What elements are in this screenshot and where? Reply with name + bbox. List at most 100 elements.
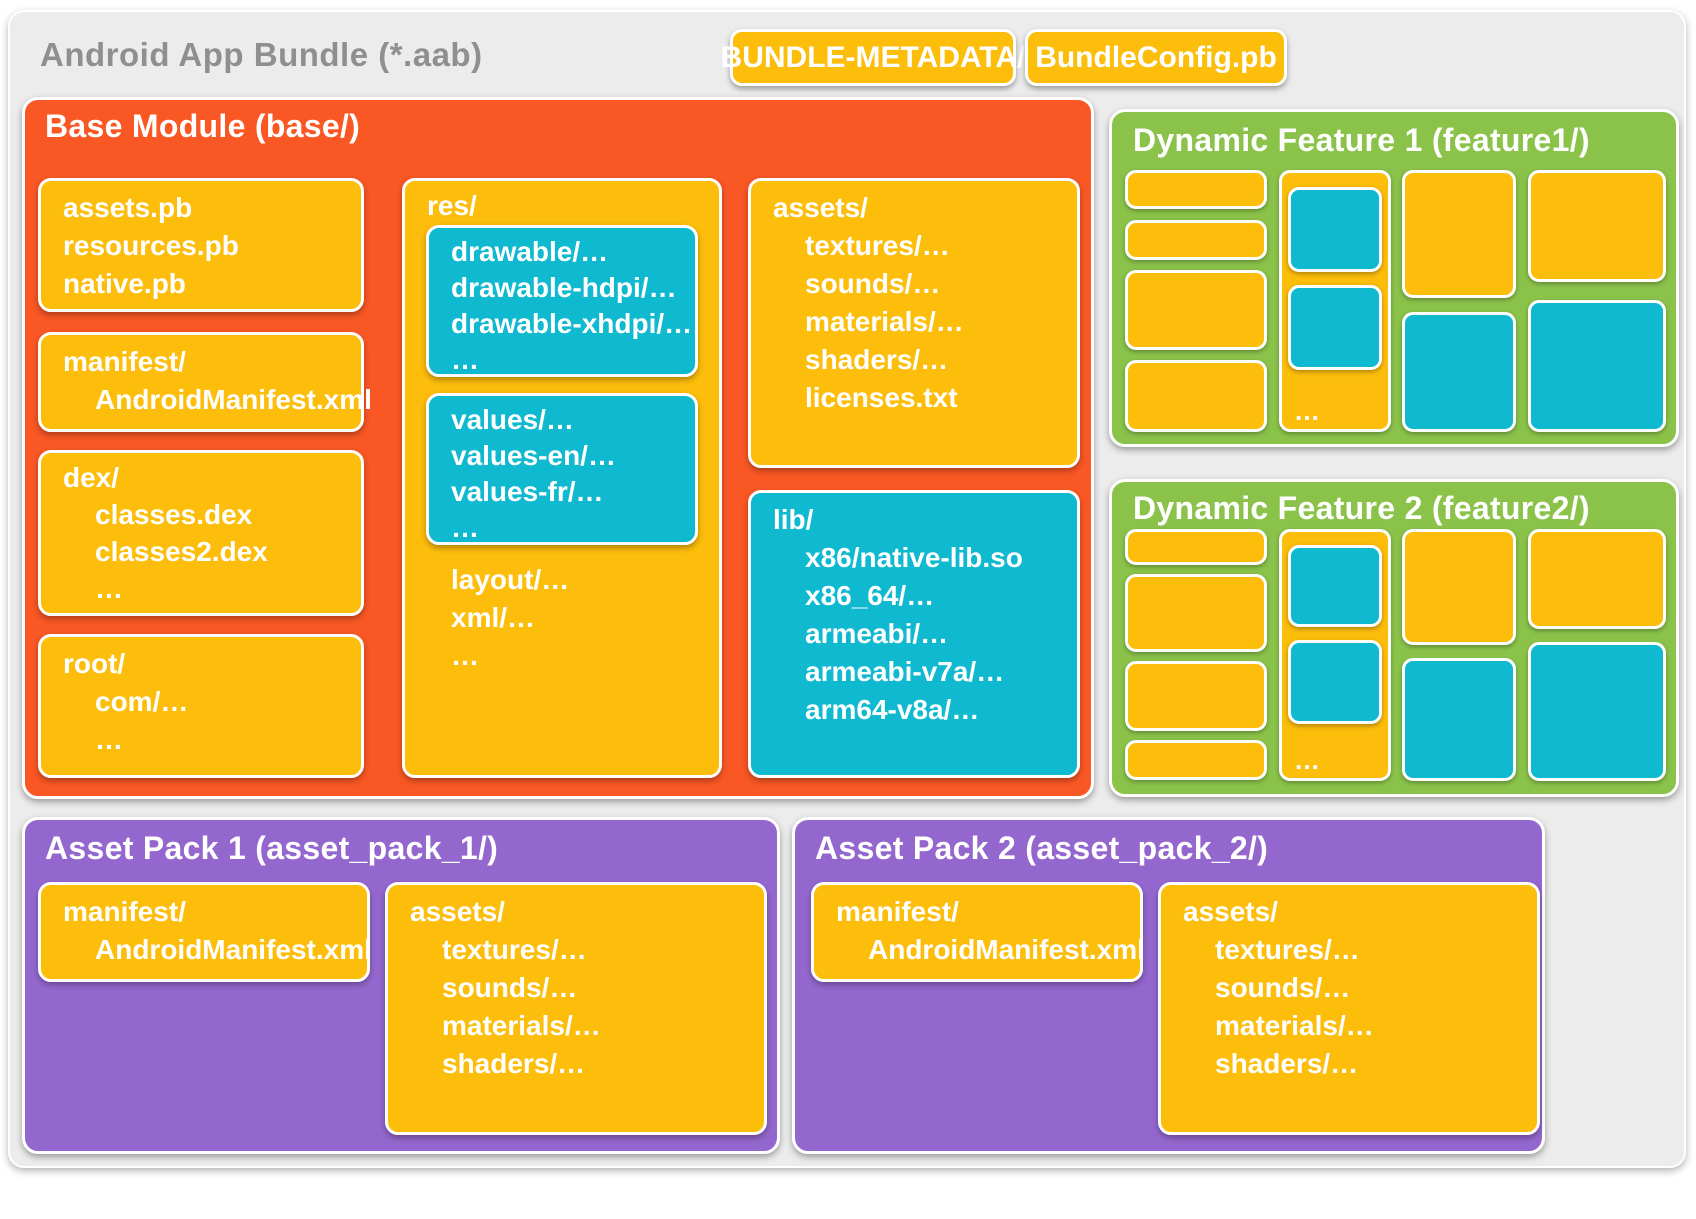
mini-yellow-box	[1402, 529, 1516, 645]
mini-yellow-box	[1125, 740, 1267, 780]
asset-pack-1-title: Asset Pack 1 (asset_pack_1/)	[45, 830, 499, 866]
folder-entry: manifest/	[836, 896, 959, 927]
mini-cyan-box	[1402, 658, 1516, 781]
folder-entry: layout/…	[451, 564, 570, 595]
values-config-box: values/… values-en/… values-fr/… …	[426, 393, 698, 545]
mini-yellow-box	[1125, 270, 1267, 350]
feature1-section: Dynamic Feature 1 (feature1/) …	[1109, 109, 1679, 447]
folder-entry: shaders/…	[1215, 1048, 1359, 1079]
folder-entry: sounds/…	[1215, 972, 1351, 1003]
res-box: res/ drawable/… drawable-hdpi/… drawable…	[402, 178, 722, 778]
bundle-config-chip: BundleConfig.pb	[1025, 29, 1287, 86]
mini-cyan-box	[1288, 187, 1382, 272]
mini-res-group-box: …	[1279, 170, 1391, 432]
mini-yellow-box	[1125, 529, 1267, 565]
file-entry: resources.pb	[63, 230, 239, 261]
folder-entry: x86_64/…	[805, 580, 935, 611]
file-entry: AndroidManifest.xml	[868, 934, 1145, 965]
asset-pack-1-manifest-box: manifest/ AndroidManifest.xml	[38, 882, 372, 982]
folder-entry: sounds/…	[442, 972, 578, 1003]
bundle-config-label: BundleConfig.pb	[1035, 40, 1277, 74]
folder-entry: com/…	[95, 686, 189, 717]
asset-pack-2-title: Asset Pack 2 (asset_pack_2/)	[815, 830, 1269, 866]
file-entry: AndroidManifest.xml	[95, 934, 372, 965]
mini-yellow-box	[1125, 574, 1267, 652]
assets-box: assets/ textures/… sounds/… materials/… …	[748, 178, 1080, 468]
mini-cyan-box	[1288, 640, 1382, 724]
folder-entry: lib/	[773, 504, 814, 535]
folder-entry: dex/	[63, 462, 120, 493]
folder-entry: values/…	[451, 404, 574, 435]
folder-entry: assets/	[1183, 896, 1278, 927]
folder-entry: armeabi-v7a/…	[805, 656, 1005, 687]
asset-pack-2-assets-box: assets/ textures/… sounds/… materials/… …	[1158, 882, 1540, 1135]
file-entry: x86/native-lib.so	[805, 542, 1023, 573]
folder-entry: drawable/…	[451, 236, 609, 267]
mini-res-group-box: …	[1279, 529, 1391, 781]
mini-yellow-box	[1125, 220, 1267, 260]
file-entry: native.pb	[63, 268, 186, 299]
folder-entry: assets/	[773, 192, 868, 223]
folder-entry: materials/…	[1215, 1010, 1374, 1041]
mini-yellow-box	[1402, 170, 1516, 298]
ellipsis-entry: …	[1294, 745, 1320, 775]
mini-cyan-box	[1528, 642, 1666, 781]
ellipsis-entry: …	[95, 724, 123, 755]
drawable-config-box: drawable/… drawable-hdpi/… drawable-xhdp…	[426, 225, 698, 377]
folder-entry: shaders/…	[805, 344, 949, 375]
root-box: root/ com/… …	[38, 634, 364, 778]
mini-cyan-box	[1288, 545, 1382, 627]
folder-entry: textures/…	[805, 230, 950, 261]
folder-entry: res/	[427, 190, 477, 221]
folder-entry: xml/…	[451, 602, 536, 633]
folder-entry: drawable-xhdpi/…	[451, 308, 693, 339]
mini-cyan-box	[1402, 312, 1516, 432]
folder-entry: values-fr/…	[451, 476, 604, 507]
folder-entry: root/	[63, 648, 126, 679]
asset-pack-1-section: Asset Pack 1 (asset_pack_1/) manifest/ A…	[22, 817, 780, 1154]
mini-cyan-box	[1288, 285, 1382, 370]
app-bundle-container: Android App Bundle (*.aab) BUNDLE-METADA…	[8, 10, 1686, 1168]
folder-entry: armeabi/…	[805, 618, 949, 649]
bundle-metadata-chip: BUNDLE-METADATA/	[721, 29, 1025, 86]
folder-entry: shaders/…	[442, 1048, 586, 1079]
file-entry: assets.pb	[63, 192, 193, 223]
folder-entry: values-en/…	[451, 440, 616, 471]
folder-entry: sounds/…	[805, 268, 941, 299]
folder-entry: manifest/	[63, 346, 186, 377]
protos-box: assets.pb resources.pb native.pb	[38, 178, 364, 312]
feature2-section: Dynamic Feature 2 (feature2/) …	[1109, 479, 1679, 797]
mini-yellow-box	[1125, 170, 1267, 209]
ellipsis-entry: …	[95, 573, 123, 604]
folder-entry: drawable-hdpi/…	[451, 272, 677, 303]
ellipsis-entry: …	[451, 640, 479, 671]
folder-entry: materials/…	[442, 1010, 601, 1041]
base-module-section: Base Module (base/) assets.pb resources.…	[22, 97, 1094, 799]
asset-pack-1-assets-box: assets/ textures/… sounds/… materials/… …	[385, 882, 767, 1135]
base-module-title: Base Module (base/)	[45, 108, 361, 144]
lib-box: lib/ x86/native-lib.so x86_64/… armeabi/…	[748, 490, 1080, 778]
feature1-title: Dynamic Feature 1 (feature1/)	[1133, 122, 1590, 158]
folder-entry: textures/…	[1215, 934, 1360, 965]
file-entry: licenses.txt	[805, 382, 958, 413]
asset-pack-2-manifest-box: manifest/ AndroidManifest.xml	[811, 882, 1145, 982]
folder-entry: arm64-v8a/…	[805, 694, 980, 725]
folder-entry: textures/…	[442, 934, 587, 965]
file-entry: classes2.dex	[95, 536, 268, 567]
bundle-metadata-label: BUNDLE-METADATA/	[720, 40, 1026, 74]
dex-box: dex/ classes.dex classes2.dex …	[38, 450, 364, 616]
folder-entry: materials/…	[805, 306, 964, 337]
ellipsis-entry: …	[1294, 396, 1320, 426]
file-entry: AndroidManifest.xml	[95, 384, 372, 415]
mini-yellow-box	[1528, 170, 1666, 282]
manifest-box: manifest/ AndroidManifest.xml	[38, 332, 372, 432]
file-entry: classes.dex	[95, 499, 253, 530]
asset-pack-2-section: Asset Pack 2 (asset_pack_2/) manifest/ A…	[792, 817, 1545, 1154]
folder-entry: assets/	[410, 896, 505, 927]
mini-yellow-box	[1125, 360, 1267, 432]
mini-yellow-box	[1528, 529, 1666, 629]
feature2-title: Dynamic Feature 2 (feature2/)	[1133, 490, 1590, 526]
ellipsis-entry: …	[451, 512, 479, 543]
ellipsis-entry: …	[451, 344, 479, 375]
